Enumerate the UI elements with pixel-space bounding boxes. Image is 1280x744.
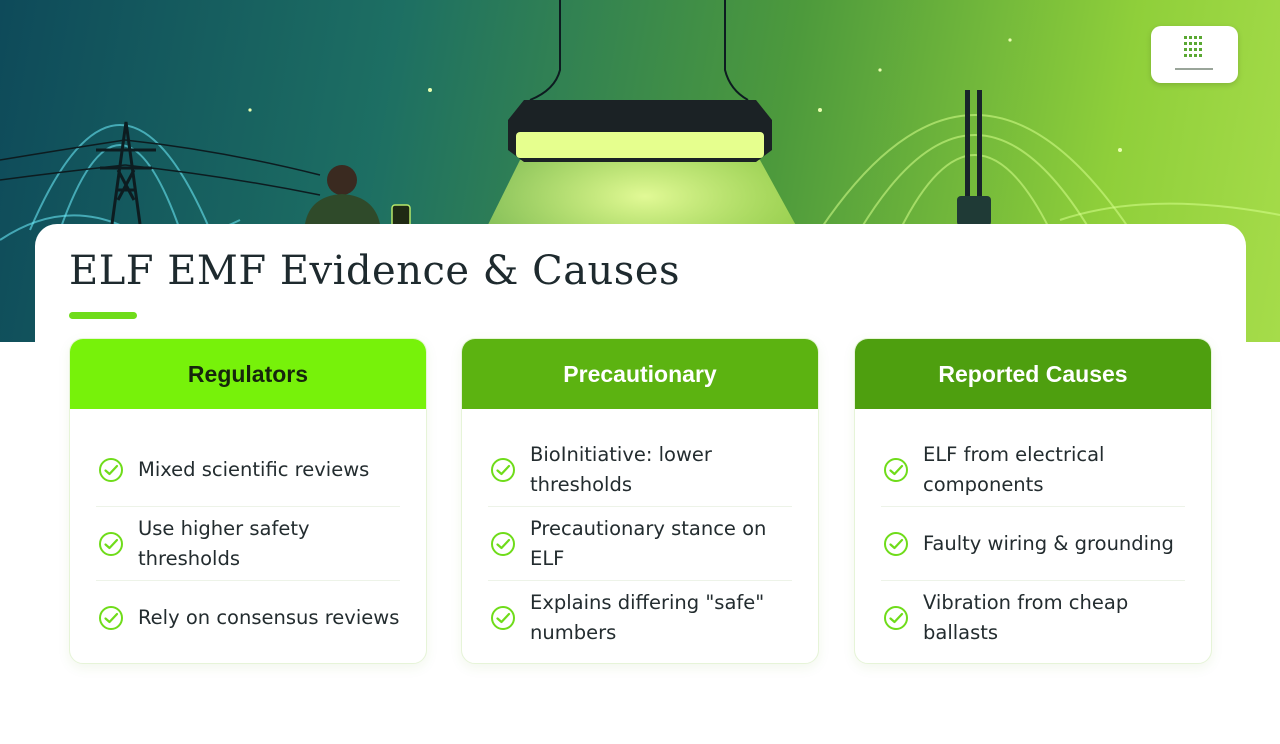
logo-box bbox=[1151, 26, 1238, 83]
title-underline bbox=[69, 312, 137, 319]
grow-light-icon bbox=[508, 100, 772, 162]
circle-check-icon bbox=[491, 457, 515, 482]
list-item: ELF from electrical components bbox=[881, 433, 1185, 507]
sparkle-dots bbox=[248, 38, 1122, 152]
list-item-text: Rely on consensus reviews bbox=[138, 606, 400, 629]
card-reported-causes: Reported Causes ELF from electrical comp… bbox=[854, 338, 1212, 664]
list-item-text: Vibration from cheap ballasts bbox=[923, 591, 1129, 644]
list-item: Faulty wiring & grounding bbox=[881, 507, 1185, 581]
list-item: Use higher safety thresholds bbox=[96, 507, 400, 581]
list-item-text: Faulty wiring & grounding bbox=[923, 531, 1174, 555]
list-item-text: BioInitiative: lower thresholds bbox=[530, 442, 712, 496]
circle-check-icon bbox=[884, 606, 908, 630]
circle-check-icon bbox=[884, 457, 908, 482]
card-list: ELF from electrical components Faulty wi… bbox=[855, 409, 1211, 655]
signal-waves-left bbox=[0, 124, 241, 241]
slide-title: ELF EMF Evidence & Causes bbox=[69, 248, 681, 294]
list-item: Vibration from cheap ballasts bbox=[881, 581, 1185, 655]
list-item-text: ELF from electrical components bbox=[923, 442, 1105, 496]
card-heading: Precautionary bbox=[563, 360, 717, 387]
brand-logo-icon bbox=[1175, 36, 1213, 70]
circle-check-icon bbox=[491, 531, 515, 556]
card-header: Reported Causes bbox=[855, 339, 1211, 409]
antenna-icon bbox=[957, 90, 991, 230]
list-item: BioInitiative: lower thresholds bbox=[488, 433, 792, 507]
card-heading: Reported Causes bbox=[938, 360, 1128, 387]
power-lines bbox=[0, 139, 321, 196]
card-list: BioInitiative: lower thresholds Precauti… bbox=[462, 409, 818, 655]
list-item: Mixed scientific reviews bbox=[96, 433, 400, 507]
person-figure bbox=[305, 165, 411, 230]
list-item-text: Precautionary stance on ELF bbox=[530, 516, 767, 570]
card-header: Regulators bbox=[70, 339, 426, 409]
list-item: Explains differing "safe" numbers bbox=[488, 581, 792, 655]
list-item-text: Use higher safety thresholds bbox=[138, 516, 310, 570]
circle-check-icon bbox=[491, 606, 515, 630]
card-list: Mixed scientific reviews Use higher safe… bbox=[70, 409, 426, 655]
circle-check-icon bbox=[99, 606, 123, 630]
list-item-text: Mixed scientific reviews bbox=[138, 457, 370, 481]
card-header: Precautionary bbox=[462, 339, 818, 409]
list-item: Precautionary stance on ELF bbox=[488, 507, 792, 581]
power-pylon-icon bbox=[96, 121, 156, 225]
list-item-text: Explains differing "safe" numbers bbox=[530, 591, 765, 644]
card-precautionary: Precautionary BioInitiative: lower thres… bbox=[461, 338, 819, 664]
circle-check-icon bbox=[884, 531, 908, 556]
circle-check-icon bbox=[99, 531, 123, 556]
circle-check-icon bbox=[99, 457, 123, 482]
signal-waves-right bbox=[819, 114, 1280, 231]
list-item: Rely on consensus reviews bbox=[96, 581, 400, 655]
lamp-cables bbox=[529, 0, 749, 101]
card-heading: Regulators bbox=[187, 360, 309, 387]
card-regulators: Regulators Mixed scientific reviews Use … bbox=[69, 338, 427, 664]
